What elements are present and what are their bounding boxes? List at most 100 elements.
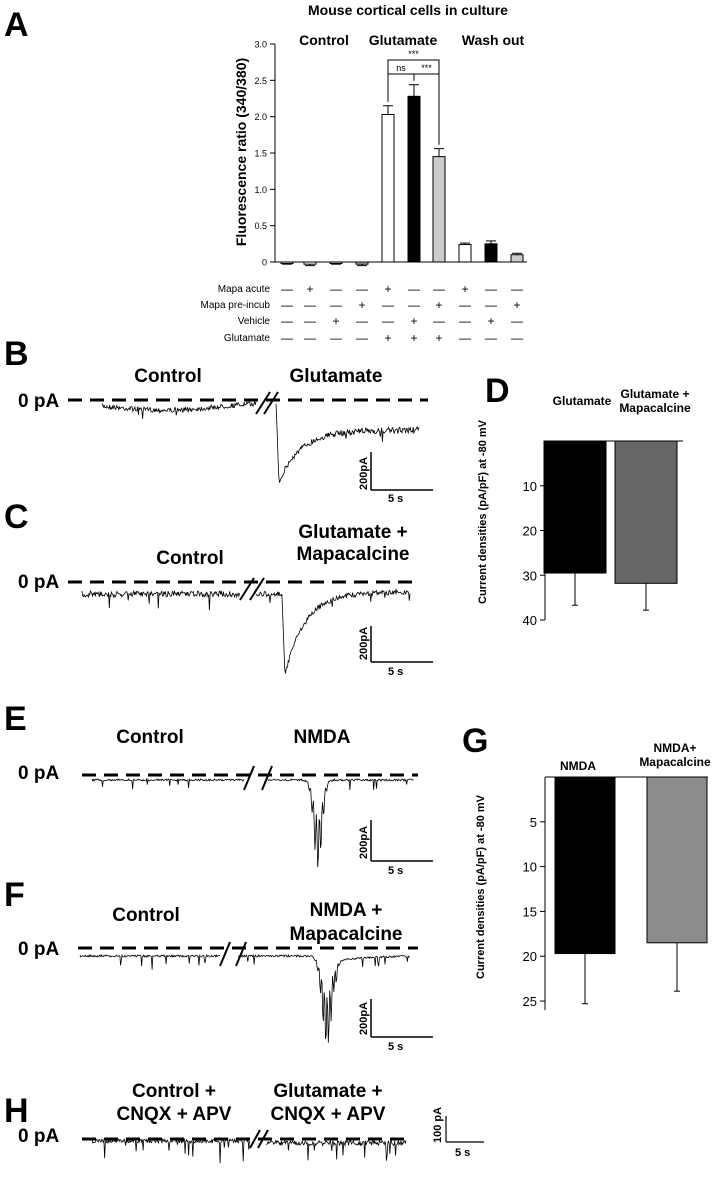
trace-b-scale-y: 200pA [358, 457, 370, 490]
chart-a-condition-sign: — [511, 331, 523, 345]
chart-a-group-label: Control [299, 32, 349, 48]
trace-e-scale-x: 5 s [388, 865, 403, 877]
trace-e-current [91, 777, 414, 868]
chart-g-bar [554, 776, 616, 955]
trace-f-right-label-1: NMDA + [310, 900, 383, 921]
chart-a-bar [432, 156, 446, 263]
chart-d-category-line-1: Glutamate + [620, 387, 689, 401]
chart-a-condition-sign: — [356, 331, 368, 345]
chart-a-condition-sign: — [485, 282, 497, 296]
chart-d-category: Glutamate [553, 394, 612, 408]
chart-g-bar [646, 776, 708, 944]
trace-e-scale-bar [370, 820, 433, 862]
chart-a-bar [381, 113, 395, 263]
chart-a-tick-label: 1.5 [254, 149, 267, 159]
chart-g-category-line-1: NMDA+ [653, 741, 696, 755]
chart-g-tick-label: 10 [523, 860, 537, 875]
trace-f-break-mark [219, 941, 247, 967]
trace-h-break-mark [249, 1129, 269, 1149]
trace-f-scale-bar [370, 999, 433, 1038]
chart-a-bar [355, 261, 369, 265]
chart-a-bars [280, 84, 524, 267]
trace-c-scale-bar [370, 626, 433, 663]
chart-d-bar [543, 440, 607, 574]
chart-a-condition-sign: — [433, 314, 445, 328]
chart-a-tick-label: 3.0 [254, 40, 267, 50]
panel-label-g: G [462, 722, 488, 760]
chart-a-condition-sign: — [382, 314, 394, 328]
chart-a-sig-label: ns [396, 63, 406, 73]
chart-a-sig-label: *** [421, 63, 432, 73]
chart-g-category-line-2: Mapacalcine [639, 755, 711, 769]
chart-a-tick-label: 2.0 [254, 112, 267, 122]
trace-f-left-label: Control [112, 905, 180, 926]
trace-b-scale-x: 5 s [388, 493, 403, 505]
trace-h-left-label-1: Control + [132, 1081, 216, 1102]
trace-e-scale-y: 200pA [358, 826, 370, 859]
chart-a-condition-sign: — [408, 282, 420, 296]
chart-a-condition-sign: + [384, 282, 391, 296]
chart-d-tick-label: 40 [523, 613, 537, 628]
chart-a-condition-sign: — [511, 282, 523, 296]
chart-g-tick-label: 25 [523, 994, 537, 1009]
chart-a-tick-label: 0 [262, 258, 267, 268]
trace-c-right-label-1: Glutamate + [298, 522, 407, 543]
chart-a-condition-sign: + [435, 298, 442, 312]
chart-a-tick-label: 2.5 [254, 76, 267, 86]
trace-f-zero-label: 0 pA [18, 939, 59, 960]
trace-c-scale-x: 5 s [388, 666, 403, 678]
trace-b-zero-label: 0 pA [18, 391, 59, 412]
trace-h-left-label-2: CNQX + APV [117, 1104, 232, 1125]
chart-a-condition-sign: — [433, 282, 445, 296]
trace-c-current [81, 588, 411, 674]
chart-a-condition-sign: — [281, 282, 293, 296]
chart-a-title: Mouse cortical cells in culture [308, 2, 508, 18]
chart-a-condition-label: Mapa acute [218, 284, 271, 295]
chart-d-category-line-2: Mapacalcine [619, 401, 691, 415]
chart-g-category: NMDA [560, 759, 596, 773]
chart-a-bar [329, 261, 343, 264]
trace-e-zero-label: 0 pA [18, 763, 59, 784]
trace-e-right-label: NMDA [294, 727, 351, 748]
trace-h-scale-y: 100 pA [432, 1107, 444, 1143]
chart-a-condition-sign: — [281, 298, 293, 312]
chart-a-sig-label: *** [408, 49, 419, 59]
chart-a-tick-label: 0.5 [254, 221, 267, 231]
trace-b-scale-bar [370, 452, 433, 491]
chart-a-group-label: Glutamate [369, 32, 438, 48]
chart-a-condition-sign: — [459, 331, 471, 345]
chart-a-sig-bracket [413, 73, 440, 145]
chart-a-condition-sign: + [513, 298, 520, 312]
chart-a-y-ticks: 00.51.01.52.02.53.0 [254, 40, 275, 268]
chart-a-condition-sign: — [304, 298, 316, 312]
chart-a-condition-table: Mapa acute—+——+——+——Mapa pre-incub———+——… [201, 282, 523, 345]
chart-a-condition-sign: + [410, 331, 417, 345]
trace-b-break-mark [255, 391, 279, 415]
chart-a-condition-sign: + [435, 331, 442, 345]
chart-a-condition-sign: — [304, 314, 316, 328]
trace-b-left-label: Control [134, 366, 202, 387]
chart-a-ylabel: Fluorescence ratio (340/380) [233, 58, 249, 246]
panel-label-h: H [4, 1092, 29, 1130]
chart-a-condition-sign: + [384, 331, 391, 345]
chart-d-tick-label: 30 [523, 568, 537, 583]
chart-d-bars [543, 440, 678, 611]
trace-f-right-label-2: Mapacalcine [290, 924, 403, 945]
trace-c-break-mark [239, 577, 265, 601]
chart-a-bar [510, 254, 524, 263]
trace-c-scale-y: 200pA [358, 627, 370, 660]
chart-a-bar [280, 261, 294, 264]
chart-g-bars [554, 776, 708, 1005]
chart-a-condition-sign: — [330, 298, 342, 312]
chart-a-condition-label: Vehicle [238, 316, 271, 327]
chart-a-condition-sign: — [511, 314, 523, 328]
chart-d-tick-label: 10 [523, 479, 537, 494]
chart-a-condition-sign: — [356, 314, 368, 328]
chart-g-tick-label: 5 [530, 815, 537, 830]
panel-label-a: A [4, 6, 29, 44]
chart-a-group-label: Wash out [462, 32, 525, 48]
trace-b-current [101, 400, 420, 483]
